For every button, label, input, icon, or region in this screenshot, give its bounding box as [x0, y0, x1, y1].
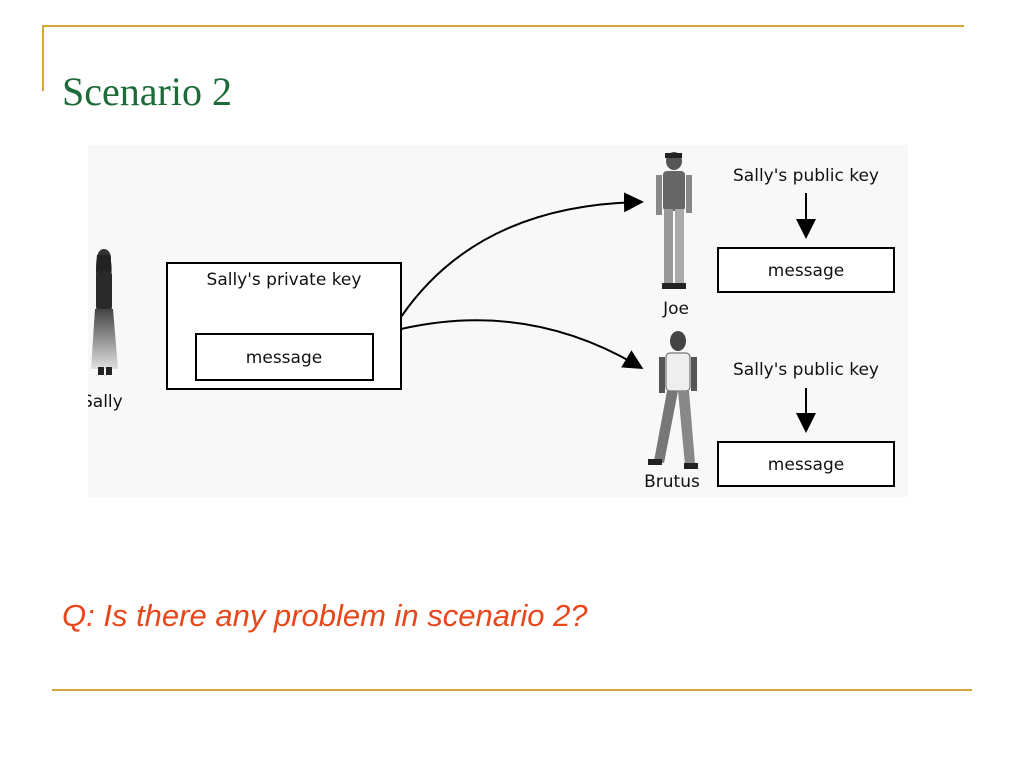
bottom-rule — [52, 689, 972, 691]
brutus-message-label: message — [768, 455, 844, 475]
brutus-figure — [648, 331, 698, 469]
sender-message-label: message — [246, 348, 322, 368]
top-rule — [42, 25, 964, 27]
joe-figure — [656, 152, 692, 289]
brutus-label: Brutus — [644, 472, 700, 492]
arrow-to-brutus — [400, 319, 644, 370]
question-text: Q: Is there any problem in scenario 2? — [62, 598, 588, 633]
private-key-label: Sally's private key — [207, 270, 362, 290]
brutus-key-label: Sally's public key — [733, 360, 879, 380]
sally-label: Sally — [88, 392, 123, 412]
sender-message-box — [195, 333, 374, 381]
joe-message-box — [717, 247, 895, 293]
brutus-message-box — [717, 441, 895, 487]
signature-diagram: Sally Sally's private key message Joe Sa… — [88, 145, 908, 497]
sally-figure — [91, 249, 118, 375]
slide-title: Scenario 2 — [62, 69, 232, 114]
left-rule — [42, 25, 44, 91]
joe-message-label: message — [768, 261, 844, 281]
joe-key-label: Sally's public key — [733, 166, 879, 186]
arrow-to-joe — [400, 192, 644, 318]
joe-label: Joe — [662, 299, 689, 319]
